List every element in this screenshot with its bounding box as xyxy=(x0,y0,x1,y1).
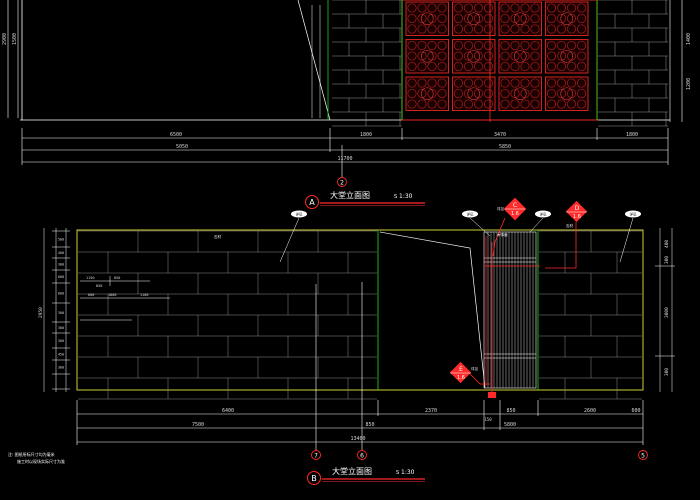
dim-chain-b-bottom xyxy=(76,282,644,450)
callout-d-sheet: 1.6 xyxy=(573,214,581,220)
dim-b-seg-5: 600 xyxy=(631,408,640,414)
dim-a-total: 11700 xyxy=(337,156,352,162)
elevation-b: C 1.6 D 1.6 E 1.6 详见 详见 xyxy=(8,197,675,485)
tag-1: 详见 xyxy=(296,211,304,216)
grid-note-2: 850 xyxy=(114,276,120,280)
elevation-b-title: 大堂立面图 xyxy=(332,466,372,476)
dim-chain-b-right xyxy=(655,228,675,392)
callout-e: E 1.6 xyxy=(449,361,472,384)
dim-a-seg-2: 1800 xyxy=(360,132,372,138)
dim-a-left-2: 1500 xyxy=(12,33,18,45)
dim-b-right-2: 3000 xyxy=(664,307,670,318)
dim-b-sub-2: 5800 xyxy=(504,422,516,428)
lattice-screen-panel xyxy=(401,0,598,122)
tag-2: 详见 xyxy=(467,211,475,216)
dim-b-right-4: 300 xyxy=(664,368,670,376)
dim-b-seg-2: 2370 xyxy=(425,408,437,414)
tag-6: 详见 xyxy=(471,366,479,371)
dim-a-left-1: 2900 xyxy=(2,33,8,45)
wood-slat-panel xyxy=(483,231,537,389)
dim-b-left-main: 2950 xyxy=(38,307,44,318)
elevation-a: 2900 1500 1400 1200 xyxy=(2,0,692,209)
dim-chain-a xyxy=(21,128,669,178)
dim-b-seg-4: 2600 xyxy=(584,408,596,414)
dim-b-right-3: 300 xyxy=(664,256,670,264)
dim-b-left-tick-label: 600 xyxy=(58,275,64,279)
dim-b-left-tick-label: 300 xyxy=(58,366,64,370)
dim-b-left-tick-label: 300 xyxy=(58,263,64,267)
axis-marker-5: 5 xyxy=(641,453,645,460)
dim-a-mid-1: 5050 xyxy=(176,144,188,150)
callout-e-sheet: 1.6 xyxy=(457,375,465,381)
dim-b-left-tick-label: 450 xyxy=(58,353,64,357)
scale-mark-a: S xyxy=(394,194,397,200)
grid-note-6: 1100 xyxy=(140,293,148,297)
callout-e-letter: E xyxy=(459,366,463,373)
callout-d: D 1.6 xyxy=(565,200,588,223)
tag-5: 详见 xyxy=(497,206,505,211)
callout-leaders xyxy=(467,217,577,398)
material-label-2: 石材 xyxy=(566,223,574,228)
dim-b-sub-4: 850 xyxy=(365,422,374,428)
elevation-b-scale: 1:30 xyxy=(401,469,415,476)
stone-wall-a-left xyxy=(332,0,402,127)
material-label-3: 木饰面 xyxy=(497,232,508,237)
callout-c-sheet: 1.6 xyxy=(511,211,519,217)
material-label-1: 石材 xyxy=(214,234,221,239)
dim-b-left-tick-label: 600 xyxy=(58,292,64,296)
dim-chain-b-left xyxy=(43,228,67,392)
dim-a-seg-4: 1800 xyxy=(626,132,638,138)
callout-d-letter: D xyxy=(575,205,580,212)
note-line-2: 施工时以现场实际尺寸为准 xyxy=(17,458,65,464)
elevation-a-title: 大堂立面图 xyxy=(330,190,370,200)
grid-notes xyxy=(80,276,170,321)
dim-b-sub-3: 150 xyxy=(484,417,492,422)
dim-a-right-1: 1400 xyxy=(686,33,692,45)
elevation-a-marker: A xyxy=(309,198,315,207)
stone-wall-b-right xyxy=(539,230,642,400)
elevation-a-scale: 1:30 xyxy=(399,193,413,200)
callout-c-letter: C xyxy=(513,202,517,209)
dim-a-seg-1: 6500 xyxy=(170,132,182,138)
scale-mark-b: S xyxy=(396,470,399,476)
axis-marker-7: 7 xyxy=(314,453,318,460)
dim-a-right-2: 1200 xyxy=(686,78,692,90)
dim-b-left-tick-label: 300 xyxy=(58,339,64,343)
dim-b-total: 13400 xyxy=(350,436,365,442)
dim-b-right-1: 400 xyxy=(664,240,670,248)
axis-marker-2: 2 xyxy=(340,180,344,187)
grid-note-4: 600 xyxy=(88,293,94,297)
grid-note-3: 850 xyxy=(96,284,102,288)
dim-a-mid-2: 5850 xyxy=(499,144,511,150)
axis-marker-6: 6 xyxy=(360,453,364,460)
tag-3: 详见 xyxy=(540,211,548,216)
material-tags xyxy=(279,210,641,263)
elevation-b-marker: B xyxy=(311,474,317,483)
dim-b-left-tick-label: 400 xyxy=(58,251,64,255)
dim-b-left-tick-label: 500 xyxy=(58,238,64,242)
note-line-1: 注: 图纸所标尺寸均为毫米 xyxy=(8,451,55,457)
dim-b-seg-3: 850 xyxy=(506,408,515,414)
tag-4: 详见 xyxy=(630,211,638,216)
grid-note-1: 1150 xyxy=(86,276,94,280)
dim-b-left-tick-label: 300 xyxy=(58,326,64,330)
stone-wall-b-left xyxy=(78,230,377,400)
dim-a-seg-3: 3470 xyxy=(494,132,506,138)
callout-c: C 1.6 xyxy=(503,197,527,221)
stone-wall-a-right xyxy=(598,0,668,127)
dim-b-seg-1: 6400 xyxy=(222,408,234,414)
grid-note-5: 1000 xyxy=(108,293,116,297)
dim-b-sub-1: 7500 xyxy=(192,422,204,428)
dim-b-left-tick-label: 300 xyxy=(58,311,64,315)
